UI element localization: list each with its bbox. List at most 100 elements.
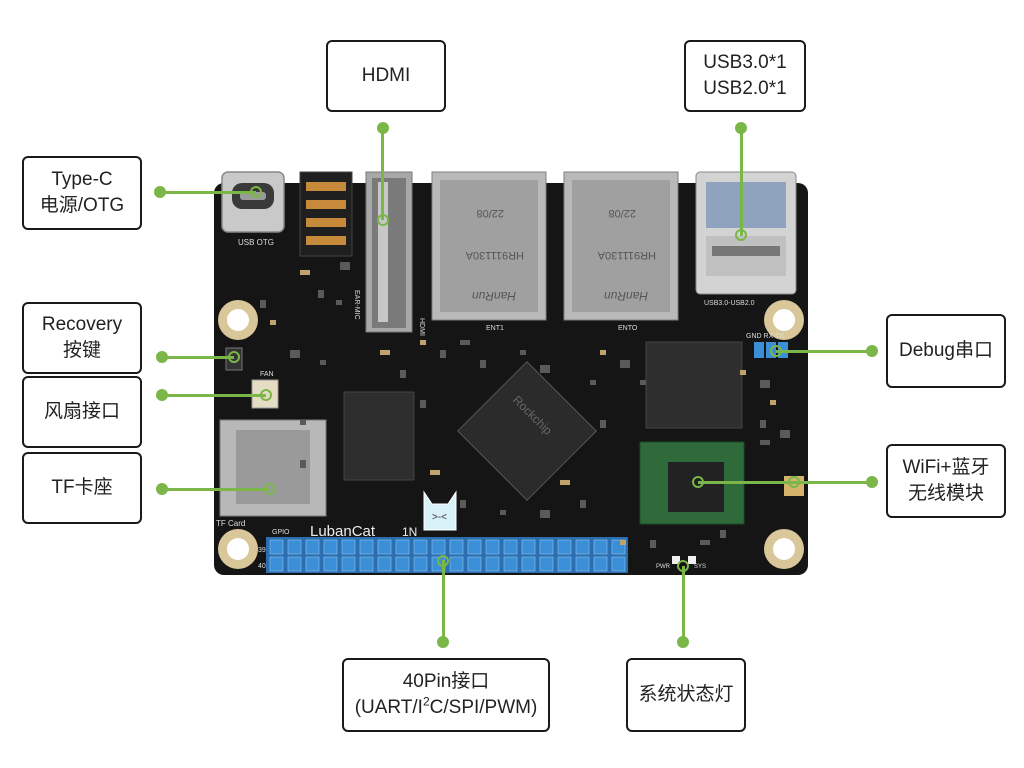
- ear-mic-silk: EAR-MIC: [353, 290, 360, 320]
- soc-chip: Rockchip: [456, 360, 598, 502]
- fan-leader: [162, 394, 266, 397]
- gpio-pin: [377, 539, 392, 555]
- typec-ring: [250, 186, 262, 198]
- callout-usb-line2: USB2.0*1: [703, 78, 787, 99]
- callout-tf-label: TF卡座: [51, 477, 113, 498]
- hdmi-port: [365, 171, 413, 333]
- svg-text:HanRun: HanRun: [604, 289, 648, 303]
- gpio-silk: GPIO: [272, 529, 290, 536]
- smd-component: [430, 470, 440, 475]
- smd-component: [420, 400, 426, 408]
- gpio-leader: [442, 560, 445, 642]
- callout-wifi-line2: 无线模块: [907, 483, 984, 504]
- hdmi-silk: HDMI: [418, 318, 425, 336]
- gpio-pin: [611, 556, 626, 572]
- pwr-silk: PWR: [656, 564, 671, 570]
- gpio-pin: [359, 539, 374, 555]
- smd-component: [540, 510, 550, 518]
- smd-component: [480, 360, 486, 368]
- smd-component: [320, 360, 326, 365]
- smd-component: [460, 340, 470, 345]
- smd-component: [540, 365, 550, 373]
- gpio-ring: [437, 555, 449, 567]
- gpio-pin: [395, 556, 410, 572]
- recovery-dot: [156, 351, 168, 363]
- smd-component: [300, 420, 306, 425]
- gpio-pin: [359, 556, 374, 572]
- smd-component: [720, 530, 726, 538]
- gpio-pin: [323, 539, 338, 555]
- sys-silk: SYS: [694, 564, 706, 570]
- usb-silk: USB3.0-USB2.0: [704, 300, 755, 307]
- ethernet-port-1: 22/08 HR911130A HanRun: [431, 171, 547, 321]
- gpio-pin: [287, 556, 302, 572]
- status-led: [688, 556, 696, 564]
- debug-ring: [770, 345, 782, 357]
- callout-typec-line2: 电源/OTG: [39, 195, 125, 216]
- ent1-silk: ENT1: [486, 325, 504, 332]
- callout-gpio-line1: 40Pin接口: [402, 671, 490, 692]
- smd-component: [300, 460, 306, 468]
- gpio-pin: [539, 539, 554, 555]
- tf-card-slot: [219, 419, 327, 517]
- gpio-pin: [413, 556, 428, 572]
- fan-silk: FAN: [260, 371, 274, 378]
- smd-component: [760, 380, 770, 388]
- gpio-pin: [485, 539, 500, 555]
- flash-chip: [645, 341, 743, 429]
- smd-component: [290, 350, 300, 358]
- debug-leader: [776, 350, 872, 353]
- tf-leader: [162, 488, 270, 491]
- smd-component: [460, 500, 466, 508]
- gpio-pin: [503, 556, 518, 572]
- smd-component: [700, 540, 710, 545]
- gpio-pin: [305, 556, 320, 572]
- smd-component: [300, 270, 310, 275]
- gpio-pin: [341, 539, 356, 555]
- smd-component: [770, 400, 776, 405]
- smd-component: [520, 350, 526, 355]
- led-ring: [677, 560, 689, 572]
- model-silk: 1N: [402, 525, 417, 539]
- passive-components: [260, 262, 790, 548]
- mounting-hole-icon: [218, 300, 804, 569]
- ram-chip: [343, 391, 415, 481]
- debug-dot: [866, 345, 878, 357]
- gpio-pin: [485, 556, 500, 572]
- callout-typec: Type-C 电源/OTG: [22, 156, 142, 230]
- pin-40-silk: 40: [258, 563, 266, 570]
- callout-wifi: WiFi+蓝牙 无线模块: [886, 444, 1006, 518]
- gpio-pin: [269, 539, 284, 555]
- status-led: [672, 556, 680, 564]
- fan-ring: [260, 389, 272, 401]
- smd-component: [780, 430, 790, 438]
- gpio-pin: [467, 539, 482, 555]
- typec-port: [221, 171, 285, 233]
- callout-usb: USB3.0*1 USB2.0*1: [684, 40, 806, 112]
- callout-recovery-line2: 按键: [62, 340, 101, 361]
- usb-dot: [735, 122, 747, 134]
- hdmi-dot: [377, 122, 389, 134]
- callout-fan: 风扇接口: [22, 376, 142, 448]
- gpio-pin: [521, 539, 536, 555]
- gpio-pin: [557, 539, 572, 555]
- gpio-header-base: [266, 537, 628, 573]
- smd-component: [560, 480, 570, 485]
- debug-silk: GND RX TX: [746, 333, 784, 340]
- brand-silk: LubanCat: [310, 523, 376, 540]
- ent0-silk: ENTO: [618, 325, 638, 332]
- smd-component: [600, 420, 606, 428]
- fan-dot: [156, 389, 168, 401]
- smd-component: [650, 540, 656, 548]
- gpio-dot: [437, 636, 449, 648]
- svg-text:HR911130A: HR911130A: [597, 249, 656, 261]
- smd-component: [620, 540, 626, 545]
- ethernet-port-0: 22/08 HR911130A HanRun: [563, 171, 679, 321]
- gpio-pin: [395, 539, 410, 555]
- callout-hdmi: HDMI: [326, 40, 446, 112]
- gpio-header: [266, 537, 628, 573]
- gpio-pin: [557, 556, 572, 572]
- svg-text:HR911130A: HR911130A: [465, 249, 524, 261]
- hdmi-ring: [377, 214, 389, 226]
